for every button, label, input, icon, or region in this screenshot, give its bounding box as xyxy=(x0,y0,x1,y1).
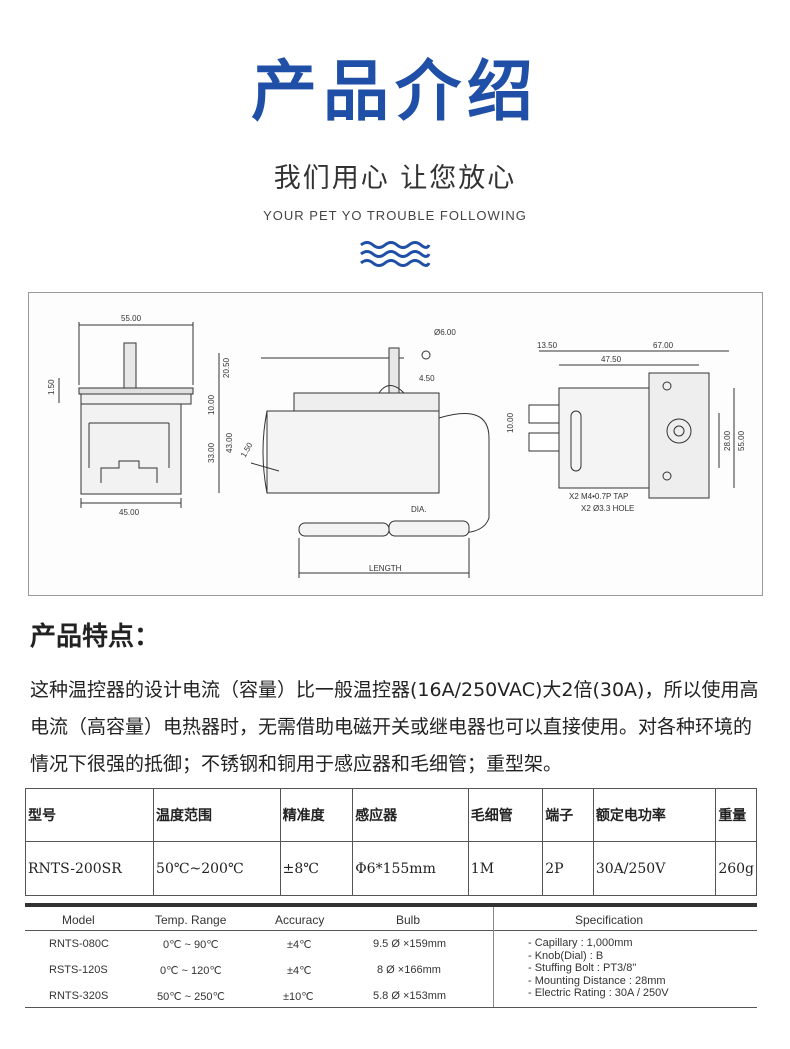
features-heading: 产品特点： xyxy=(30,622,161,652)
header-cell: Accuracy xyxy=(275,913,325,927)
cell: 260g xyxy=(715,841,757,896)
tagline: YOUR PET YO TROUBLE FOLLOWING xyxy=(263,208,527,223)
divider xyxy=(493,907,494,1007)
dim-2050: 20.50 xyxy=(222,357,231,378)
cell: RNTS-200SR xyxy=(24,841,155,896)
spec-item: - Mounting Distance : 28mm xyxy=(528,974,666,987)
header-cell: Temp. Range xyxy=(155,913,227,927)
dim-5500: 55.00 xyxy=(737,430,746,451)
cell: ±8℃ xyxy=(279,841,354,896)
dim-3300: 33.00 xyxy=(207,442,216,463)
accuracy-cell: ±4℃ xyxy=(287,939,312,951)
dim-150: 1.50 xyxy=(47,379,56,395)
cell: 50℃~200℃ xyxy=(153,841,281,896)
dim-150b: 1.50 xyxy=(239,441,255,459)
spec-item: - Capillary : 1,000mm xyxy=(528,937,633,949)
cell: 2P xyxy=(542,841,594,896)
range-cell: 0℃ ~ 90℃ xyxy=(163,939,219,951)
page-subtitle: 我们用心 让您放心 xyxy=(273,163,517,194)
dim-45: 45.00 xyxy=(119,508,140,517)
dim-2800: 28.00 xyxy=(723,430,732,451)
front-view xyxy=(58,322,194,508)
header-cell: Model xyxy=(62,913,95,927)
spec-list: - Capillary : 1,000mm - Knob(Dial) : B -… xyxy=(528,937,669,1000)
tap-note: X2 M4•0.7P TAP xyxy=(569,492,628,501)
waves-icon xyxy=(360,241,431,267)
range-cell: 0℃ ~ 120℃ xyxy=(160,965,222,977)
top-view xyxy=(528,350,735,499)
bulb-cell: 5.8 Ø ×153mm xyxy=(373,990,447,1002)
features-paragraph: 这种温控器的设计电流（容量）比一般温控器(16A/250VAC)大2倍(30A)… xyxy=(30,679,759,775)
bulb-cell: 8 Ø ×166mm xyxy=(377,964,441,976)
dim-dia: DIA. xyxy=(411,505,427,514)
hole-note: X2 Ø3.3 HOLE xyxy=(581,504,634,513)
header-cell: 温度范围 xyxy=(153,788,281,842)
accuracy-cell: ±4℃ xyxy=(287,965,312,977)
header-cell: 精准度 xyxy=(279,788,354,842)
spec-table: 型号 温度范围 精准度 感应器 毛细管 端子 额定电功率 重量 RNTS-200… xyxy=(24,788,757,896)
divider xyxy=(25,930,757,931)
divider xyxy=(25,1007,757,1008)
spec-item: - Stuffing Bolt : PT3/8" xyxy=(528,962,637,974)
dim-450: 4.50 xyxy=(419,374,435,383)
model-cell: RNTS-320S xyxy=(49,990,109,1002)
header-cell: 感应器 xyxy=(352,788,469,842)
spec-item: - Knob(Dial) : B xyxy=(528,949,604,962)
dim-1000b: 10.00 xyxy=(506,412,515,433)
page-title: 产品介绍 xyxy=(251,53,539,130)
header-cell: 额定电功率 xyxy=(592,788,717,842)
model-cell: RSTS-120S xyxy=(49,964,108,976)
header-cell: 毛细管 xyxy=(467,788,544,842)
dim-1350: 13.50 xyxy=(537,341,558,350)
dim-55: 55.00 xyxy=(121,314,142,323)
dim-600: Ø6.00 xyxy=(434,328,456,337)
header-cell: Specification xyxy=(575,913,644,927)
dim-6700: 67.00 xyxy=(653,341,674,350)
model-cell: RNTS-080C xyxy=(49,938,109,950)
spec-item: - Electric Rating : 30A / 250V xyxy=(528,987,669,999)
header-cell: 重量 xyxy=(715,788,757,842)
range-cell: 50℃ ~ 250℃ xyxy=(157,991,225,1003)
technical-drawing: 55.00 45.00 1.50 20.50 10.00 33.00 xyxy=(28,292,763,596)
dim-4300: 43.00 xyxy=(225,432,234,453)
bulb-cell: 9.5 Ø ×159mm xyxy=(373,938,447,950)
header-cell: 端子 xyxy=(542,788,594,842)
table-row: RNTS-200SR 50℃~200℃ ±8℃ Φ6*155mm 1M 2P 3… xyxy=(24,841,757,896)
header-cell: 型号 xyxy=(24,788,155,842)
dim-4750: 47.50 xyxy=(601,355,622,364)
header-cell: Bulb xyxy=(396,913,421,927)
model-table: Model Temp. Range Accuracy Bulb Specific… xyxy=(25,903,757,1011)
accuracy-cell: ±10℃ xyxy=(283,991,314,1003)
side-view xyxy=(218,347,490,578)
spec-table-header: 型号 温度范围 精准度 感应器 毛细管 端子 额定电功率 重量 xyxy=(24,788,757,842)
dim-1000: 10.00 xyxy=(207,394,216,415)
divider xyxy=(25,903,757,907)
dim-length: LENGTH xyxy=(369,564,402,573)
cell: 30A/250V xyxy=(592,841,717,896)
cell: 1M xyxy=(467,841,544,896)
cell: Φ6*155mm xyxy=(352,841,469,896)
